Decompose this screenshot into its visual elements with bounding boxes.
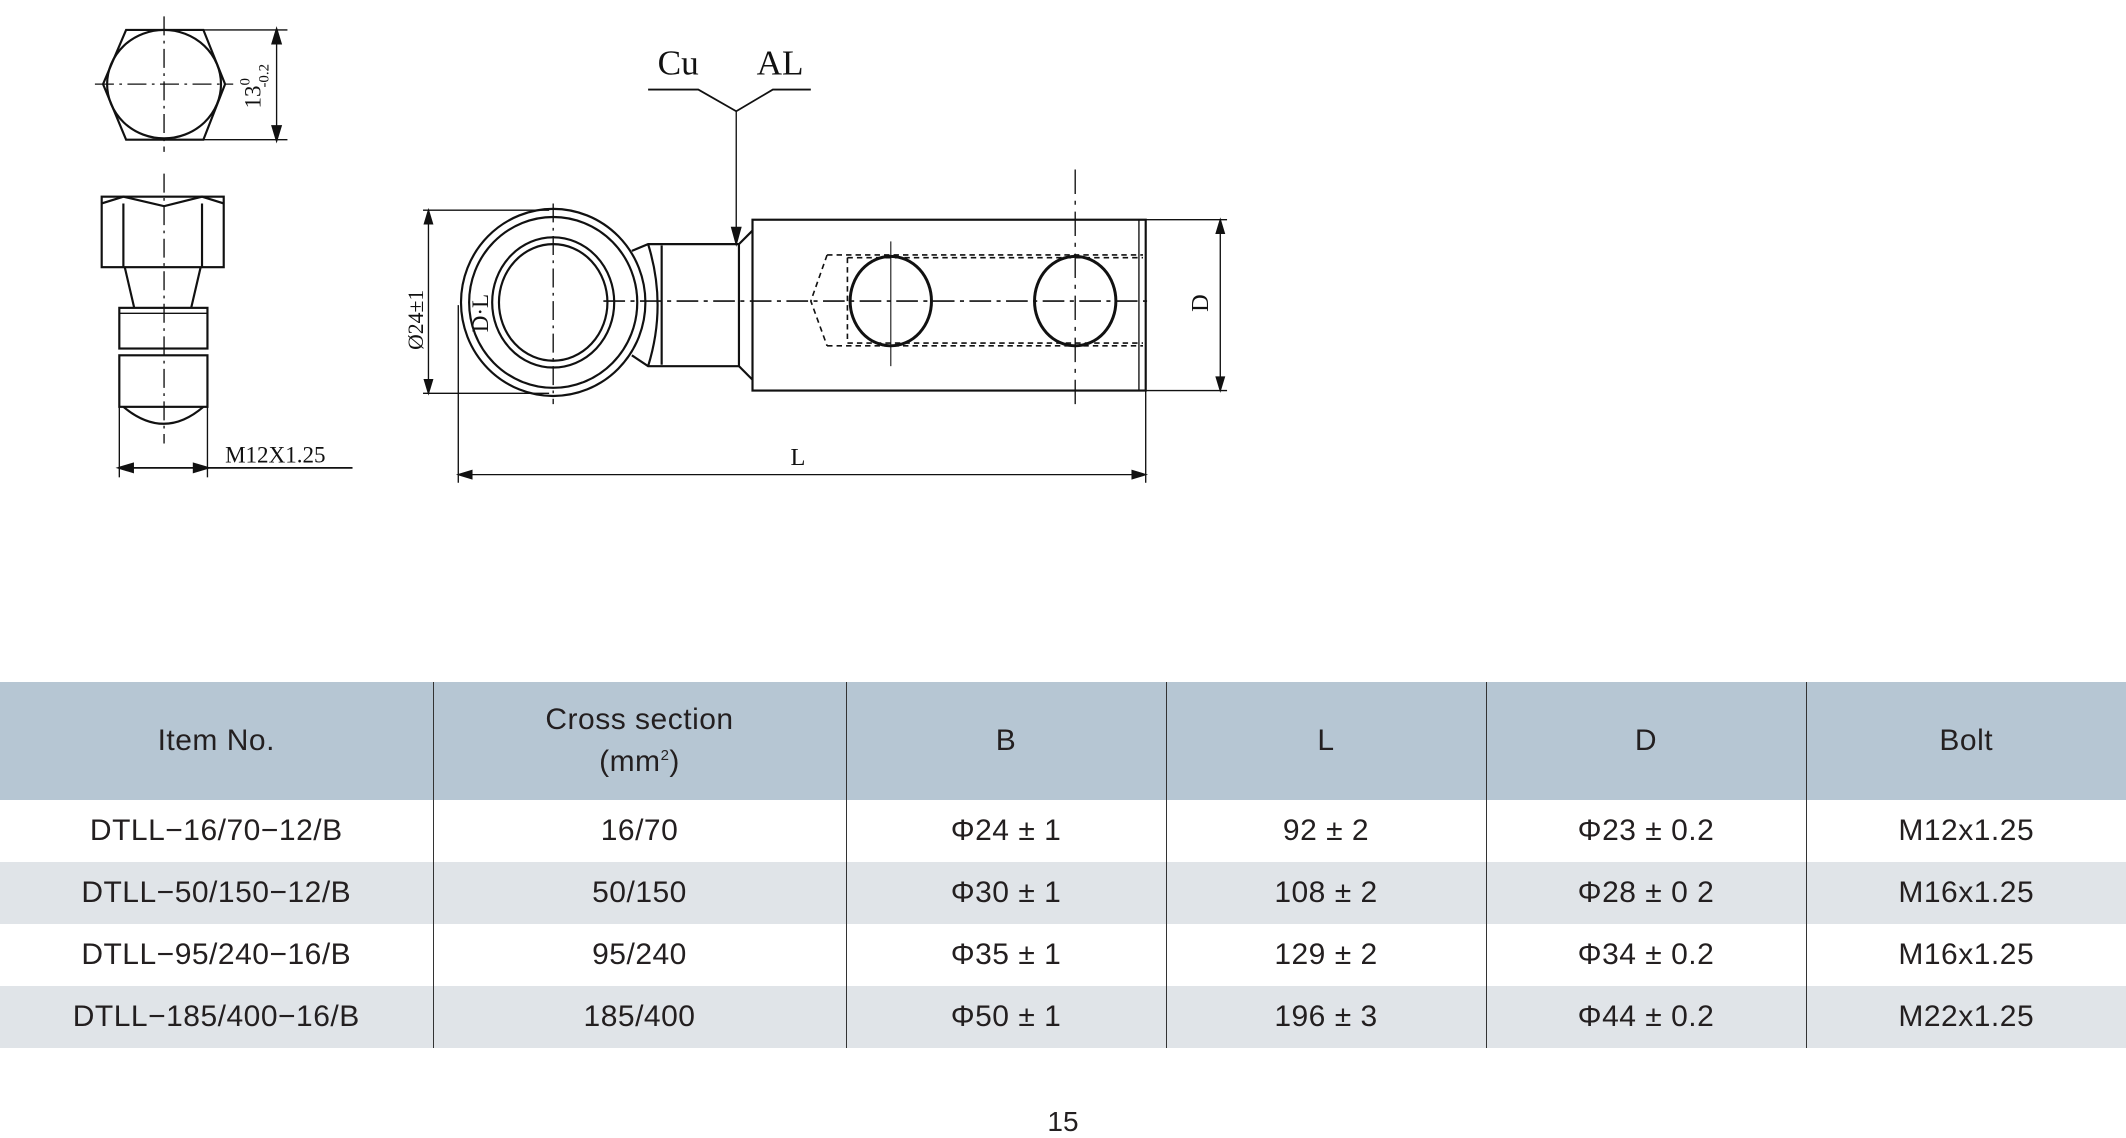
hex-head-top-view: 130-0.2	[94, 16, 288, 152]
header-b: B	[845, 682, 1166, 800]
cell-bolt: M16x1.25	[1805, 862, 2126, 924]
header-item-no: Item No.	[0, 682, 433, 800]
cell-d: Φ23 ± 0.2	[1485, 800, 1806, 862]
cell-b: Φ24 ± 1	[845, 800, 1166, 862]
header-bolt: Bolt	[1805, 682, 2126, 800]
eye-label: D·L	[467, 294, 493, 332]
material-al-label: AL	[757, 44, 804, 83]
cell-bolt: M12x1.25	[1805, 800, 2126, 862]
cell-b: Φ30 ± 1	[845, 862, 1166, 924]
spec-table: Item No. Cross section (mm2) B L D Bolt D…	[0, 682, 2126, 1048]
barrel-diameter-label: D	[1187, 294, 1214, 312]
cell-bolt: M22x1.25	[1805, 986, 2126, 1048]
cell-d: Φ44 ± 0.2	[1485, 986, 1806, 1048]
table-row: DTLL−16/70−12/B 16/70 Φ24 ± 1 92 ± 2 Φ23…	[0, 800, 2126, 862]
cell-l: 92 ± 2	[1165, 800, 1486, 862]
cell-l: 196 ± 3	[1165, 986, 1486, 1048]
table-row: DTLL−50/150−12/B 50/150 Φ30 ± 1 108 ± 2 …	[0, 862, 2126, 924]
material-cu-label: Cu	[658, 44, 700, 83]
cell-cross-section: 95/240	[432, 924, 846, 986]
header-unit: (mm	[599, 745, 661, 778]
bolt-thread-label: M12X1.25	[225, 441, 325, 467]
cell-item: DTLL−50/150−12/B	[0, 862, 433, 924]
bolt-side-view: M12X1.25	[100, 173, 353, 478]
cell-cross-section: 185/400	[432, 986, 846, 1048]
cell-item: DTLL−16/70−12/B	[89, 814, 343, 847]
cell-item: DTLL−95/240−16/B	[81, 938, 352, 971]
hex-dimension-label: 130-0.2	[237, 64, 272, 109]
header-d: D	[1485, 682, 1806, 800]
header-unit-sup: 2	[660, 747, 670, 764]
cell-cross-section: 50/150	[432, 862, 846, 924]
dimension-lines: Ø24±1 D L	[404, 207, 1228, 483]
header-cross-section: Cross section (mm2)	[432, 682, 846, 800]
page-number: 15	[1047, 1106, 1079, 1137]
table-row: DTLL−185/400−16/B 185/400 Φ50 ± 1 196 ± …	[0, 986, 2126, 1048]
cell-bolt: M16x1.25	[1805, 924, 2126, 986]
material-leader: Cu AL	[648, 44, 811, 247]
length-label: L	[790, 444, 805, 471]
eye-diameter-label: Ø24±1	[404, 290, 428, 350]
terminal-lug-view: D·L	[459, 169, 1153, 407]
table-row: DTLL−95/240−16/B 95/240 Φ35 ± 1 129 ± 2 …	[0, 924, 2126, 986]
cell-l: 108 ± 2	[1165, 862, 1486, 924]
header-unit-close: )	[669, 745, 680, 778]
cell-b: Φ35 ± 1	[845, 924, 1166, 986]
cell-l: 129 ± 2	[1165, 924, 1486, 986]
table-header-row: Item No. Cross section (mm2) B L D Bolt	[0, 682, 2126, 800]
cell-item: DTLL−185/400−16/B	[0, 986, 433, 1048]
header-cross-section-label: Cross section	[545, 703, 734, 736]
cell-b: Φ50 ± 1	[845, 986, 1166, 1048]
cell-cross-section: 16/70	[432, 800, 846, 862]
cell-d: Φ34 ± 0.2	[1485, 924, 1806, 986]
header-l: L	[1165, 682, 1486, 800]
cell-d: Φ28 ± 0 2	[1485, 862, 1806, 924]
